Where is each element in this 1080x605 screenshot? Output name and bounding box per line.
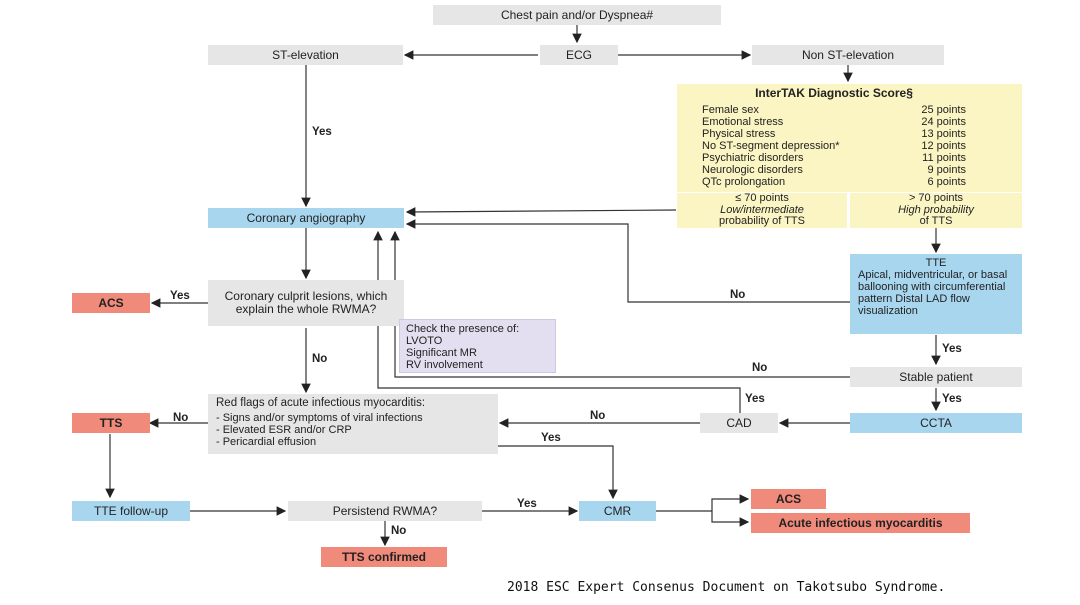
intertak-criterion: Neurologic disorders: [702, 164, 803, 176]
acs-bottom-label: ACS: [775, 491, 802, 506]
high-prob-line2: High probability: [898, 203, 974, 216]
high-prob-line3: of TTS: [919, 215, 953, 228]
edge-label-yes-st: Yes: [312, 126, 332, 138]
red-flag-item: - Elevated ESR and/or CRP: [216, 424, 352, 436]
tts-confirmed-node: TTS confirmed: [321, 547, 447, 567]
edge-label-yes-stable: Yes: [942, 393, 962, 405]
acs-outcome-bottom: ACS: [751, 489, 826, 509]
low-prob-line2: Low/intermediate: [720, 203, 804, 216]
ecg-node: ECG: [540, 45, 618, 65]
cmr-label: CMR: [603, 503, 632, 518]
coronary-angiography-label: Coronary angiography: [246, 210, 366, 225]
acute-myocarditis-node: Acute infectious myocarditis: [751, 513, 970, 533]
persistent-rwma-node: Persistend RWMA?: [288, 501, 482, 521]
edge-label-yes-redflags: Yes: [541, 432, 561, 444]
red-flags-title: Red flags of acute infectious myocarditi…: [216, 397, 426, 409]
tts-confirmed-label: TTS confirmed: [341, 549, 426, 564]
intertak-row: QTc prolongation 6 points: [702, 176, 966, 188]
intertak-points: 9 points: [927, 164, 966, 176]
edge-label-no-cad: No: [590, 410, 606, 422]
acs-outcome-top: ACS: [72, 293, 150, 313]
coronary-angiography-node: Coronary angiography: [208, 208, 404, 228]
low-prob-line3: probability of TTS: [718, 215, 805, 228]
red-flag-item: - Signs and/or symptoms of viral infecti…: [216, 412, 423, 424]
intertak-points: 11 points: [922, 152, 966, 164]
edge-label-no-stable: No: [752, 362, 768, 374]
tts-outcome-node: TTS: [72, 413, 150, 433]
intertak-points: 12 points: [921, 140, 966, 152]
intertak-row: Neurologic disorders 9 points: [702, 164, 966, 176]
check-presence-item: Significant MR: [406, 347, 477, 359]
intertak-criterion: No ST-segment depression*: [702, 140, 840, 152]
high-probability-node: > 70 points High probability of TTS: [850, 193, 1022, 228]
st-elevation-label: ST-elevation: [272, 47, 339, 62]
persistent-rwma-label: Persistend RWMA?: [332, 503, 438, 518]
intertak-points: 24 points: [921, 116, 966, 128]
source-caption: 2018 ESC Expert Consenus Document on Tak…: [507, 580, 946, 595]
red-flags-node: Red flags of acute infectious myocarditi…: [208, 394, 498, 454]
stable-patient-node: Stable patient: [850, 367, 1022, 387]
culprit-lesions-label: Coronary culprit lesions, which explain …: [224, 289, 388, 316]
edge-label-yes-acs: Yes: [170, 290, 190, 302]
intertak-row: Emotional stress 24 points: [702, 116, 966, 128]
intertak-row: Female sex 25 points: [702, 104, 966, 116]
ccta-label: CCTA: [920, 415, 952, 430]
edge-label-yes-tte: Yes: [942, 343, 962, 355]
edge-label-no-culprit: No: [312, 353, 328, 365]
culprit-lesions-node: Coronary culprit lesions, which explain …: [208, 280, 404, 326]
intertak-criterion: Psychiatric disorders: [702, 152, 804, 164]
intertak-criterion: Emotional stress: [702, 116, 784, 128]
stable-patient-label: Stable patient: [899, 369, 973, 384]
non-st-elevation-node: Non ST-elevation: [752, 45, 944, 65]
chest-pain-label: Chest pain and/or Dyspnea#: [500, 7, 654, 22]
edge-label-no-tte: No: [730, 289, 746, 301]
red-flag-item: - Pericardial effusion: [216, 436, 317, 448]
tts-label: TTS: [99, 415, 123, 430]
intertak-row: No ST-segment depression* 12 points: [702, 140, 966, 152]
check-presence-item: RV involvement: [406, 359, 483, 371]
st-elevation-node: ST-elevation: [208, 45, 403, 65]
intertak-points: 25 points: [921, 104, 966, 116]
ccta-node: CCTA: [850, 413, 1022, 433]
tte-followup-label: TTE follow-up: [93, 503, 169, 518]
tte-followup-node: TTE follow-up: [72, 501, 190, 521]
intertak-score-panel: InterTAK Diagnostic Score§ Female sex 25 …: [677, 84, 1022, 192]
cad-node: CAD: [700, 413, 778, 433]
cmr-node: CMR: [579, 501, 656, 521]
edge-label-yes-cad: Yes: [745, 393, 765, 405]
acute-myocarditis-label: Acute infectious myocarditis: [778, 515, 943, 530]
low-prob-line1: ≤ 70 points: [735, 192, 789, 205]
edge-label-yes-persistent: Yes: [517, 498, 537, 510]
intertak-title: InterTAK Diagnostic Score§: [755, 86, 913, 100]
tte-title: TTE: [925, 257, 947, 269]
tte-node: TTE Apical, midventricular, or basal bal…: [850, 254, 1022, 334]
red-flags-items: - Signs and/or symptoms of viral infecti…: [216, 412, 490, 448]
intertak-criterion: QTc prolongation: [702, 176, 786, 188]
ecg-label: ECG: [565, 47, 592, 62]
high-prob-line1: > 70 points: [908, 192, 964, 205]
check-presence-title: Check the presence of:: [406, 323, 520, 335]
chest-pain-node: Chest pain and/or Dyspnea#: [433, 5, 721, 25]
edge-label-no-redflags: No: [173, 412, 189, 424]
intertak-points: 13 points: [921, 128, 966, 140]
intertak-row: Psychiatric disorders 11 points: [702, 152, 966, 164]
acs-top-label: ACS: [98, 295, 124, 310]
tte-body: Apical, midventricular, or basal balloon…: [858, 269, 1008, 317]
cad-label: CAD: [726, 415, 752, 430]
low-probability-node: ≤ 70 points Low/intermediate probability…: [677, 193, 847, 228]
check-presence-item: LVOTO: [406, 335, 443, 347]
intertak-points: 6 points: [927, 176, 966, 188]
non-st-elevation-label: Non ST-elevation: [801, 47, 895, 62]
intertak-row: Physical stress 13 points: [702, 128, 966, 140]
edge-label-no-persistent: No: [391, 525, 407, 537]
intertak-criterion: Female sex: [702, 104, 759, 116]
intertak-criterion: Physical stress: [702, 128, 776, 140]
